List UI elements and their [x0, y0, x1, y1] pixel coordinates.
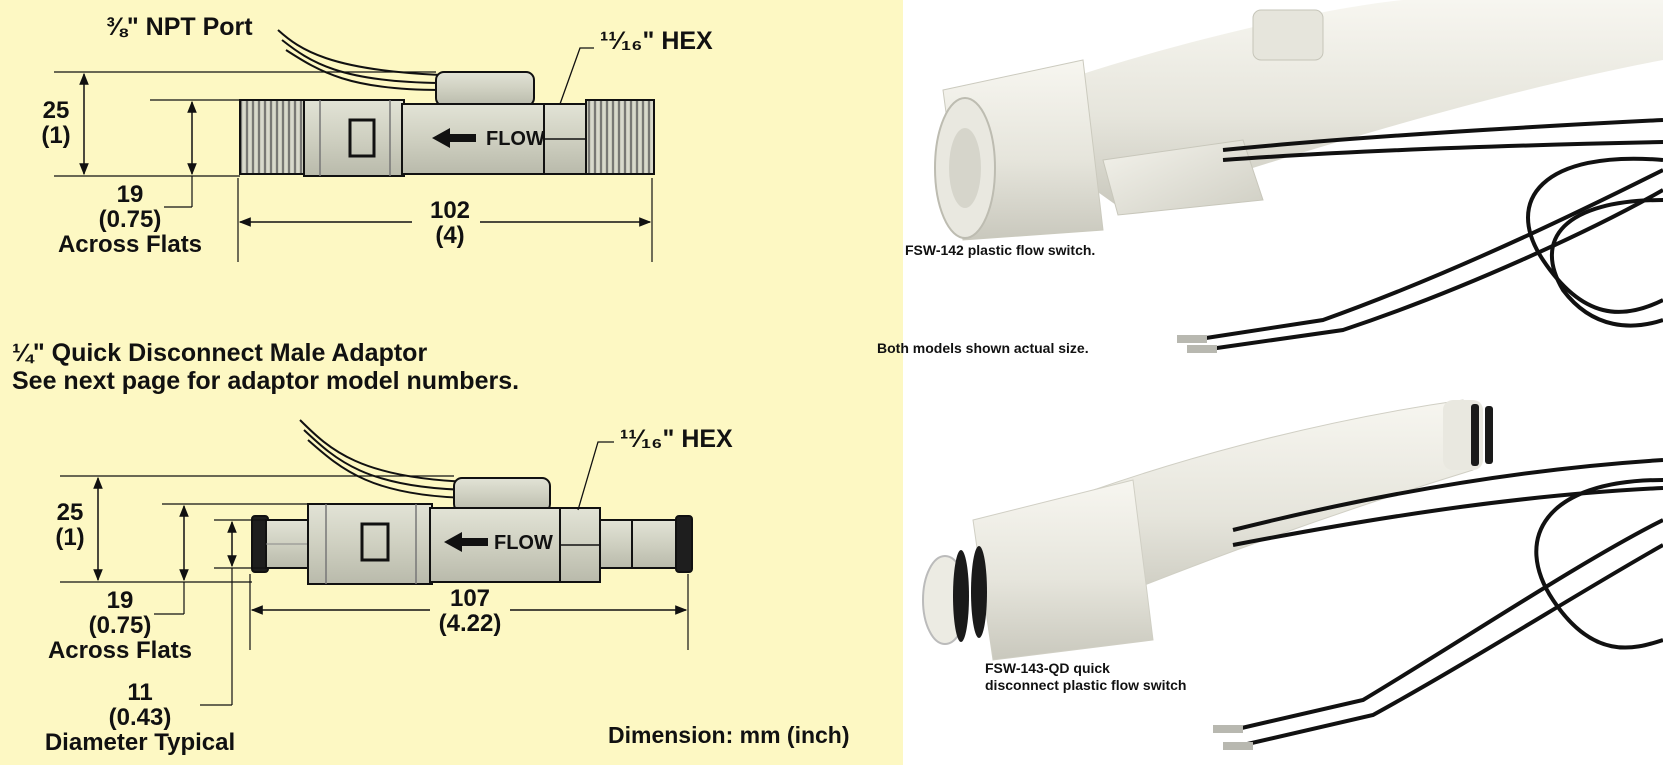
wire — [281, 39, 441, 84]
fsw-142-photo — [934, 0, 1663, 353]
height-mm: 25 — [42, 97, 70, 124]
wire — [303, 429, 471, 491]
caption-actual-size: Both models shown actual size. — [877, 340, 1089, 356]
diameter-mm: 11 — [127, 679, 153, 706]
length-in: (4.22) — [438, 610, 502, 637]
right-thread — [585, 99, 655, 175]
flats-in: (0.75) — [88, 612, 152, 639]
height-in: (1) — [55, 524, 85, 551]
flow-label-top: FLOW — [486, 128, 545, 150]
fsw-143-qd-photo — [922, 399, 1663, 750]
flats-in: (0.75) — [98, 206, 162, 233]
flats-text: Across Flats — [47, 637, 193, 664]
height-in: (1) — [41, 122, 71, 149]
right-adaptor — [631, 519, 677, 569]
length-mm: 107 — [449, 585, 491, 612]
wire-housing — [435, 71, 535, 107]
adaptor-heading-line1: ¼" Quick Disconnect Male Adaptor — [12, 339, 428, 367]
diameter-text: Diameter Typical — [44, 729, 236, 756]
flats-text: Across Flats — [57, 231, 203, 258]
height-mm: 25 — [56, 499, 84, 526]
dimension-note: Dimension: mm (inch) — [608, 722, 850, 748]
caption-fsw-143-qd: FSW-143-QD quick disconnect plastic flow… — [985, 660, 1186, 694]
adaptor-heading-line2: See next page for adaptor model numbers. — [12, 367, 520, 395]
caption-line: FSW-143-QD quick — [985, 660, 1110, 676]
flats-dim-bottom: 19 (0.75) Across Flats — [30, 588, 210, 663]
diameter-dim-bottom: 11 (0.43) Diameter Typical — [40, 680, 240, 755]
length-dim-top: 102 (4) — [410, 198, 490, 248]
flats-mm: 19 — [106, 587, 134, 614]
photo-panel: FSW-142 plastic flow switch. Both models… — [877, 0, 1663, 765]
left-thread — [239, 99, 307, 175]
flow-arrow-icon — [432, 128, 476, 148]
length-dim-bottom: 107 (4.22) — [430, 586, 510, 636]
switch-body — [307, 503, 433, 585]
photos-svg — [922, 0, 1663, 750]
sensor-window — [348, 118, 376, 158]
length-mm: 102 — [429, 197, 471, 224]
hex-label-bottom: ¹¹⁄₁₆" HEX — [620, 425, 733, 453]
switch-body — [303, 99, 405, 177]
wire — [299, 419, 471, 483]
sensor-window — [360, 522, 390, 562]
flow-arrow-icon — [444, 532, 488, 552]
top-switch-drawing — [239, 29, 655, 177]
top-dimension-lines — [54, 47, 653, 262]
height-dim-bottom: 25 (1) — [48, 500, 92, 550]
wire-housing — [453, 477, 551, 513]
caption-line: disconnect plastic flow switch — [985, 677, 1187, 693]
wire — [285, 49, 441, 91]
length-in: (4) — [435, 222, 465, 249]
wire — [307, 439, 471, 499]
npt-port-label: ⅜" NPT Port — [106, 13, 253, 41]
flats-dim-top: 19 (0.75) Across Flats — [40, 182, 220, 257]
caption-fsw-142: FSW-142 plastic flow switch. — [905, 242, 1096, 258]
flats-mm: 19 — [116, 181, 144, 208]
drawing-panel: ⅜" NPT Port ¹¹⁄₁₆" HEX FLOW 25 (1) 19 (0… — [0, 0, 903, 765]
o-ring — [675, 515, 693, 573]
height-dim-top: 25 (1) — [34, 98, 78, 148]
taper — [599, 519, 635, 569]
bottom-switch-drawing — [251, 419, 693, 585]
flow-label-bottom: FLOW — [494, 532, 553, 554]
bottom-dimension-lines — [60, 441, 689, 706]
diameter-in: (0.43) — [108, 704, 172, 731]
hex-label-top: ¹¹⁄₁₆" HEX — [600, 27, 713, 55]
drawings-svg — [54, 29, 693, 706]
wire — [277, 29, 441, 76]
